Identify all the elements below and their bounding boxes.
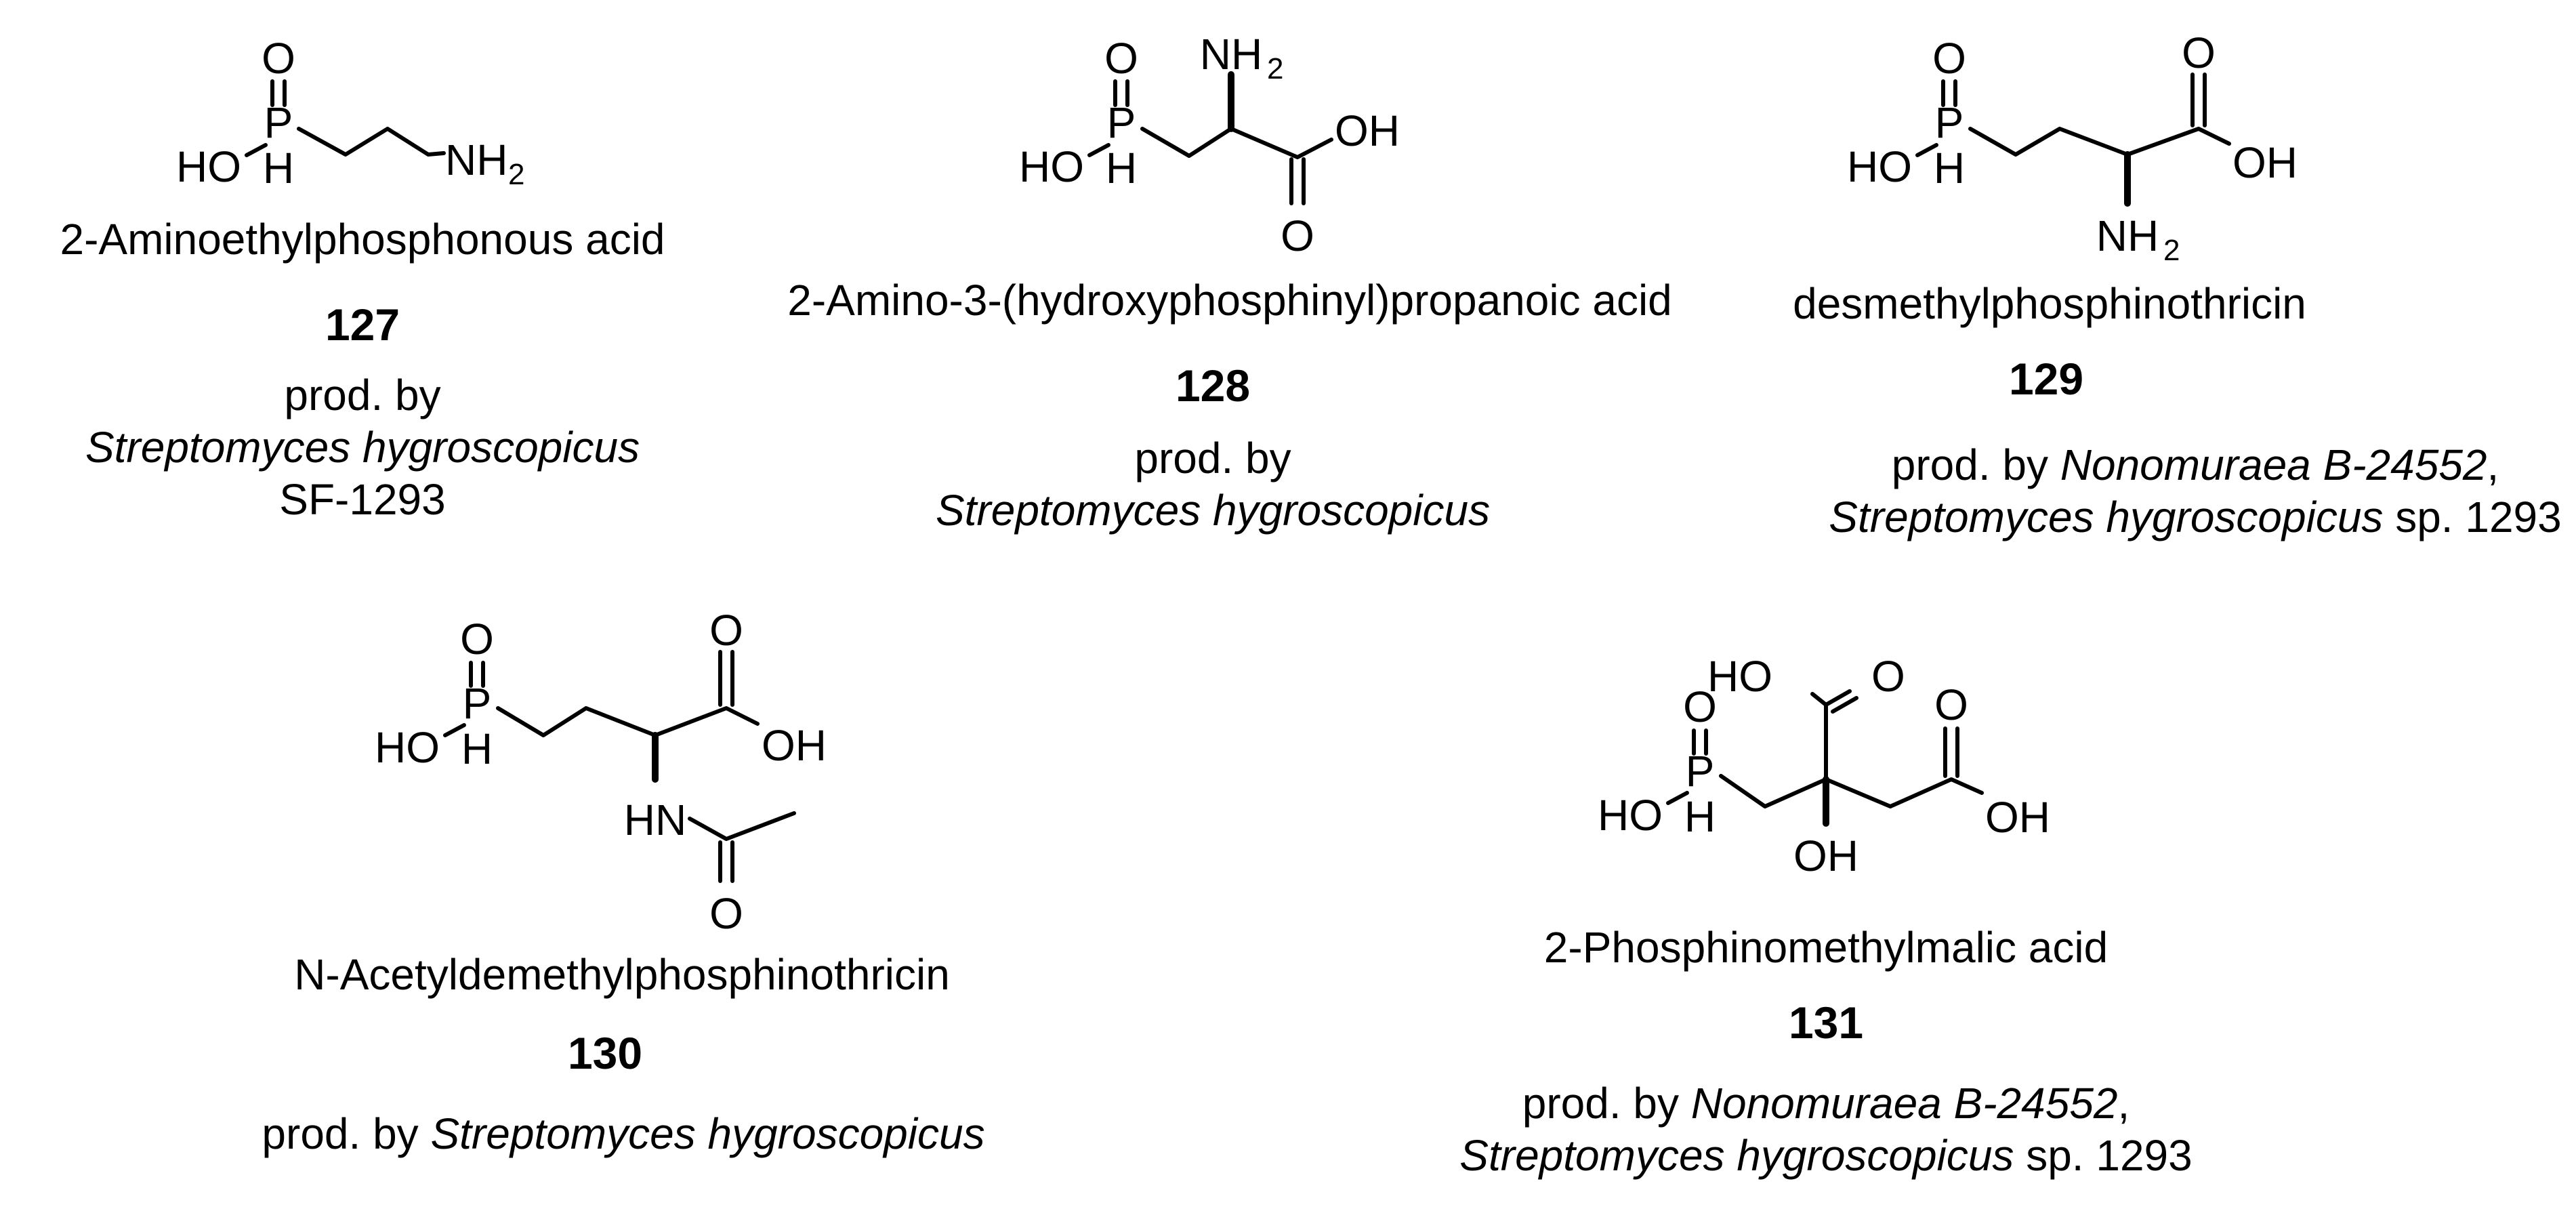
atom-ho: HO (1019, 142, 1084, 191)
compound-number-128: 128 (1175, 361, 1251, 411)
atom-nh: NH (2096, 211, 2159, 260)
atom-ho: HO (176, 142, 241, 191)
atom-o: O (1104, 34, 1138, 83)
atom-h: H (1106, 144, 1137, 192)
atom-p: P (1107, 98, 1136, 147)
subscript-2: 2 (1267, 52, 1283, 85)
compound-name-129: desmethylphosphinothricin (1793, 279, 2306, 328)
source-line: Streptomyces hygroscopicus sp. 1293 (1459, 1130, 2193, 1180)
strain-code: SF-1293 (279, 474, 446, 524)
atom-oh: OH (2232, 138, 2298, 187)
compound-number-131: 131 (1788, 998, 1864, 1048)
atom-o: O (1932, 34, 1966, 83)
atom-oh: OH (1335, 106, 1400, 155)
organism-name: Streptomyces hygroscopicus (1829, 492, 2384, 541)
atom-p: P (1935, 98, 1964, 147)
compound-number-129: 129 (2008, 354, 2084, 404)
bond-chain (1824, 777, 1984, 808)
bond-chain (496, 706, 657, 737)
source-line: prod. by (1134, 434, 1291, 483)
bond-chain (653, 706, 760, 737)
organism-name: Streptomyces hygroscopicus (430, 1109, 985, 1158)
atom-p: P (264, 98, 293, 147)
structure-129: O P H HO O OH NH 2 (1847, 28, 2298, 267)
atom-oh: OH (1985, 793, 2050, 842)
bond (1810, 692, 1828, 707)
source-131: prod. by Nonomuraea B-24552, Streptomyce… (1459, 1077, 2192, 1182)
atom-nh: NH (1200, 30, 1262, 79)
atom-o: O (2182, 28, 2216, 77)
compound-number-130: 130 (567, 1028, 643, 1078)
bond (1087, 143, 1110, 157)
bond (443, 723, 466, 737)
bond-chain (1229, 127, 1333, 159)
bond (1831, 696, 1858, 714)
compound-name-131: 2-Phosphinomethylmalic acid (1543, 923, 2108, 972)
structure-130: O P H HO O OH HN O (375, 606, 827, 938)
atom-ho: HO (1598, 791, 1663, 840)
bond-chain (297, 127, 446, 157)
atom-oh: OH (762, 721, 827, 770)
bond (1824, 689, 1852, 707)
atom-ho: HO (1847, 142, 1912, 191)
source-line: prod. by Nonomuraea B-24552, (1891, 440, 2499, 489)
compound-name-130: N-Acetyldemethylphosphinothricin (294, 950, 950, 999)
source-line: Streptomyces hygroscopicus sp. 1293 (1829, 492, 2562, 541)
source-127: prod. by Streptomyces hygroscopicus SF-1… (85, 369, 640, 525)
bond (245, 143, 268, 157)
atom-o: O (1871, 652, 1905, 701)
atom-o: O (1934, 680, 1968, 729)
atom-nh: NH (445, 136, 507, 184)
atom-p: P (1686, 747, 1715, 796)
atom-o: O (460, 615, 494, 663)
atom-h: H (263, 144, 294, 192)
atom-p: P (463, 679, 492, 728)
atom-h: H (1934, 144, 1965, 192)
organism-name: Streptomyces hygroscopicus (85, 422, 640, 472)
bond-chain (1719, 774, 1828, 808)
compound-name-128: 2-Amino-3-(hydroxyphosphinyl)propanoic a… (787, 276, 1672, 325)
bond (1666, 791, 1689, 805)
bond-chain (688, 811, 796, 841)
organism-name: Nonomuraea B-24552 (2060, 440, 2487, 489)
subscript-2: 2 (508, 158, 524, 191)
atom-o: O (1281, 211, 1314, 260)
atom-ho: HO (375, 723, 440, 772)
atom-o: O (709, 889, 743, 938)
source-129: prod. by Nonomuraea B-24552, Streptomyce… (1829, 439, 2561, 543)
subscript-2: 2 (2163, 234, 2180, 267)
source-130: prod. by Streptomyces hygroscopicus (262, 1108, 984, 1160)
source-line: prod. by Streptomyces hygroscopicus (262, 1109, 985, 1158)
atom-hn: HN (624, 796, 686, 844)
atom-o: O (262, 34, 295, 83)
atom-o: O (709, 606, 743, 655)
bond-chain (1968, 127, 2130, 157)
atom-h: H (1684, 792, 1716, 841)
compound-name-127: 2-Aminoethylphosphonous acid (60, 215, 665, 264)
source-128: prod. by Streptomyces hygroscopicus (936, 432, 1490, 537)
atom-o: O (1683, 682, 1717, 731)
bond (1915, 143, 1938, 157)
organism-name: Streptomyces hygroscopicus (935, 485, 1491, 535)
compound-number-127: 127 (325, 300, 400, 350)
atom-oh: OH (1793, 832, 1858, 880)
structure-127: O P H HO NH 2 (176, 34, 524, 192)
source-line: prod. by Nonomuraea B-24552, (1522, 1079, 2130, 1128)
atom-h: H (461, 724, 493, 773)
source-line: prod. by (284, 371, 441, 419)
atom-ho: HO (1707, 652, 1772, 701)
organism-name: Nonomuraea B-24552 (1690, 1079, 2118, 1128)
structure-128: O P H HO NH 2 OH O (1019, 30, 1400, 260)
structure-131: O P H HO HO O OH O OH (1598, 652, 2050, 880)
bond-chain (2125, 127, 2231, 157)
bond-chain (1140, 127, 1233, 158)
organism-name: Streptomyces hygroscopicus (1459, 1130, 2014, 1180)
